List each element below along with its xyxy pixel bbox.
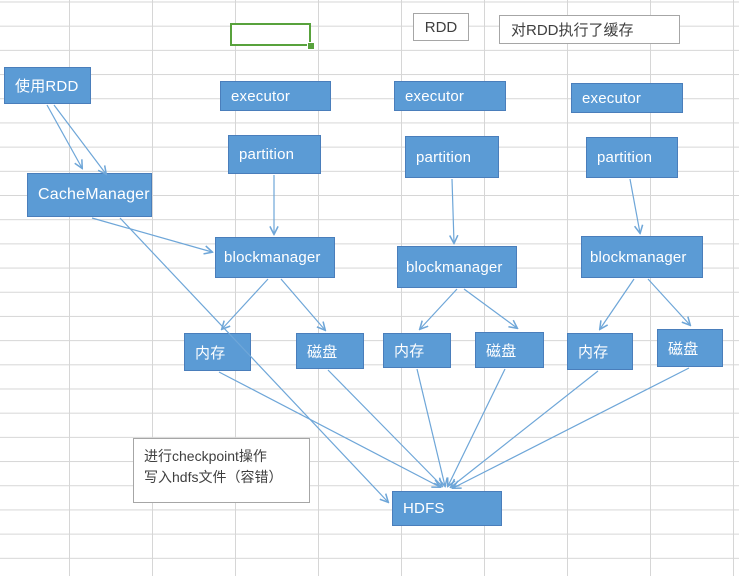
node-disk-1[interactable]: 磁盘 [296, 333, 364, 369]
connector-arrow-disk2-to-hdfs [448, 368, 506, 486]
node-blockmanager-2-label: blockmanager [406, 258, 503, 276]
node-memory-2-label: 内存 [394, 343, 425, 360]
node-use-rdd[interactable]: 使用RDD [4, 67, 91, 104]
node-memory-1[interactable]: 内存 [184, 333, 251, 371]
cache-note-box[interactable]: 对RDD执行了缓存 [499, 15, 680, 44]
connector-arrow-blockmanager3-to-memory3 [600, 278, 635, 329]
node-disk-2[interactable]: 磁盘 [475, 332, 544, 368]
rdd-label-box[interactable]: RDD [413, 13, 469, 41]
node-executor-2[interactable]: executor [394, 81, 506, 111]
selected-cell-outline[interactable] [230, 23, 315, 50]
node-executor-3[interactable]: executor [571, 83, 683, 113]
node-executor-1[interactable]: executor [220, 81, 331, 111]
connector-arrow-blockmanager1-to-memory1 [222, 278, 269, 329]
node-partition-2[interactable]: partition [405, 136, 499, 178]
node-disk-3-label: 磁盘 [668, 340, 699, 358]
node-executor-3-label: executor [582, 89, 642, 107]
node-partition-1[interactable]: partition [228, 135, 321, 174]
connector-arrow-cache_manager-to-blockmanager1 [91, 217, 212, 252]
node-memory-3[interactable]: 内存 [567, 333, 633, 370]
node-memory-2[interactable]: 内存 [383, 333, 451, 368]
connector-arrow-blockmanager2-to-disk2 [463, 288, 517, 328]
node-hdfs[interactable]: HDFS [392, 491, 502, 526]
node-hdfs-label: HDFS [403, 500, 445, 517]
checkpoint-note-box[interactable]: 进行checkpoint操作 写入hdfs文件（容错） [133, 438, 310, 503]
node-use-rdd-label: 使用RDD [15, 78, 79, 95]
node-memory-1-label: 内存 [195, 344, 226, 362]
checkpoint-note-line1: 进行checkpoint操作 [144, 448, 267, 464]
rdd-label-text: RDD [424, 18, 458, 36]
node-partition-3[interactable]: partition [586, 137, 678, 178]
node-cache-manager[interactable]: CacheManager [27, 173, 152, 217]
node-disk-3[interactable]: 磁盘 [657, 329, 723, 367]
connector-arrow-blockmanager3-to-disk3 [647, 278, 690, 325]
node-disk-2-label: 磁盘 [486, 342, 517, 360]
connector-arrow-partition3-to-blockmanager3 [629, 178, 640, 233]
connector-arrow-disk3-to-hdfs [453, 367, 690, 488]
node-executor-1-label: executor [231, 87, 291, 105]
node-disk-1-label: 磁盘 [307, 343, 338, 361]
node-blockmanager-1-label: blockmanager [224, 249, 321, 266]
connector-arrow-memory2-to-hdfs [416, 368, 445, 486]
node-blockmanager-2[interactable]: blockmanager [397, 246, 517, 288]
connector-arrow-partition2-to-blockmanager2 [452, 178, 454, 243]
connector-arrow-disk1-to-hdfs [327, 369, 442, 486]
connector-arrow-use_rdd-to-cache_manager [53, 104, 106, 174]
node-partition-3-label: partition [597, 149, 653, 166]
node-partition-1-label: partition [239, 146, 295, 163]
node-memory-3-label: 内存 [578, 344, 609, 361]
node-cache-manager-label: CacheManager [38, 186, 150, 203]
connector-arrow-use_rdd-to-cache_manager [46, 104, 82, 168]
node-executor-2-label: executor [405, 87, 465, 105]
fill-handle[interactable] [307, 42, 315, 50]
connector-arrow-blockmanager2-to-memory2 [420, 288, 458, 329]
connector-arrow-blockmanager1-to-disk1 [280, 278, 325, 330]
cache-note-text: 对RDD执行了缓存 [511, 22, 634, 39]
checkpoint-note-line2: 写入hdfs文件（容错） [144, 469, 283, 485]
node-blockmanager-1[interactable]: blockmanager [215, 237, 335, 278]
node-blockmanager-3[interactable]: blockmanager [581, 236, 703, 278]
node-partition-2-label: partition [416, 148, 472, 166]
connector-arrow-memory3-to-hdfs [451, 370, 599, 487]
node-blockmanager-3-label: blockmanager [590, 248, 687, 266]
